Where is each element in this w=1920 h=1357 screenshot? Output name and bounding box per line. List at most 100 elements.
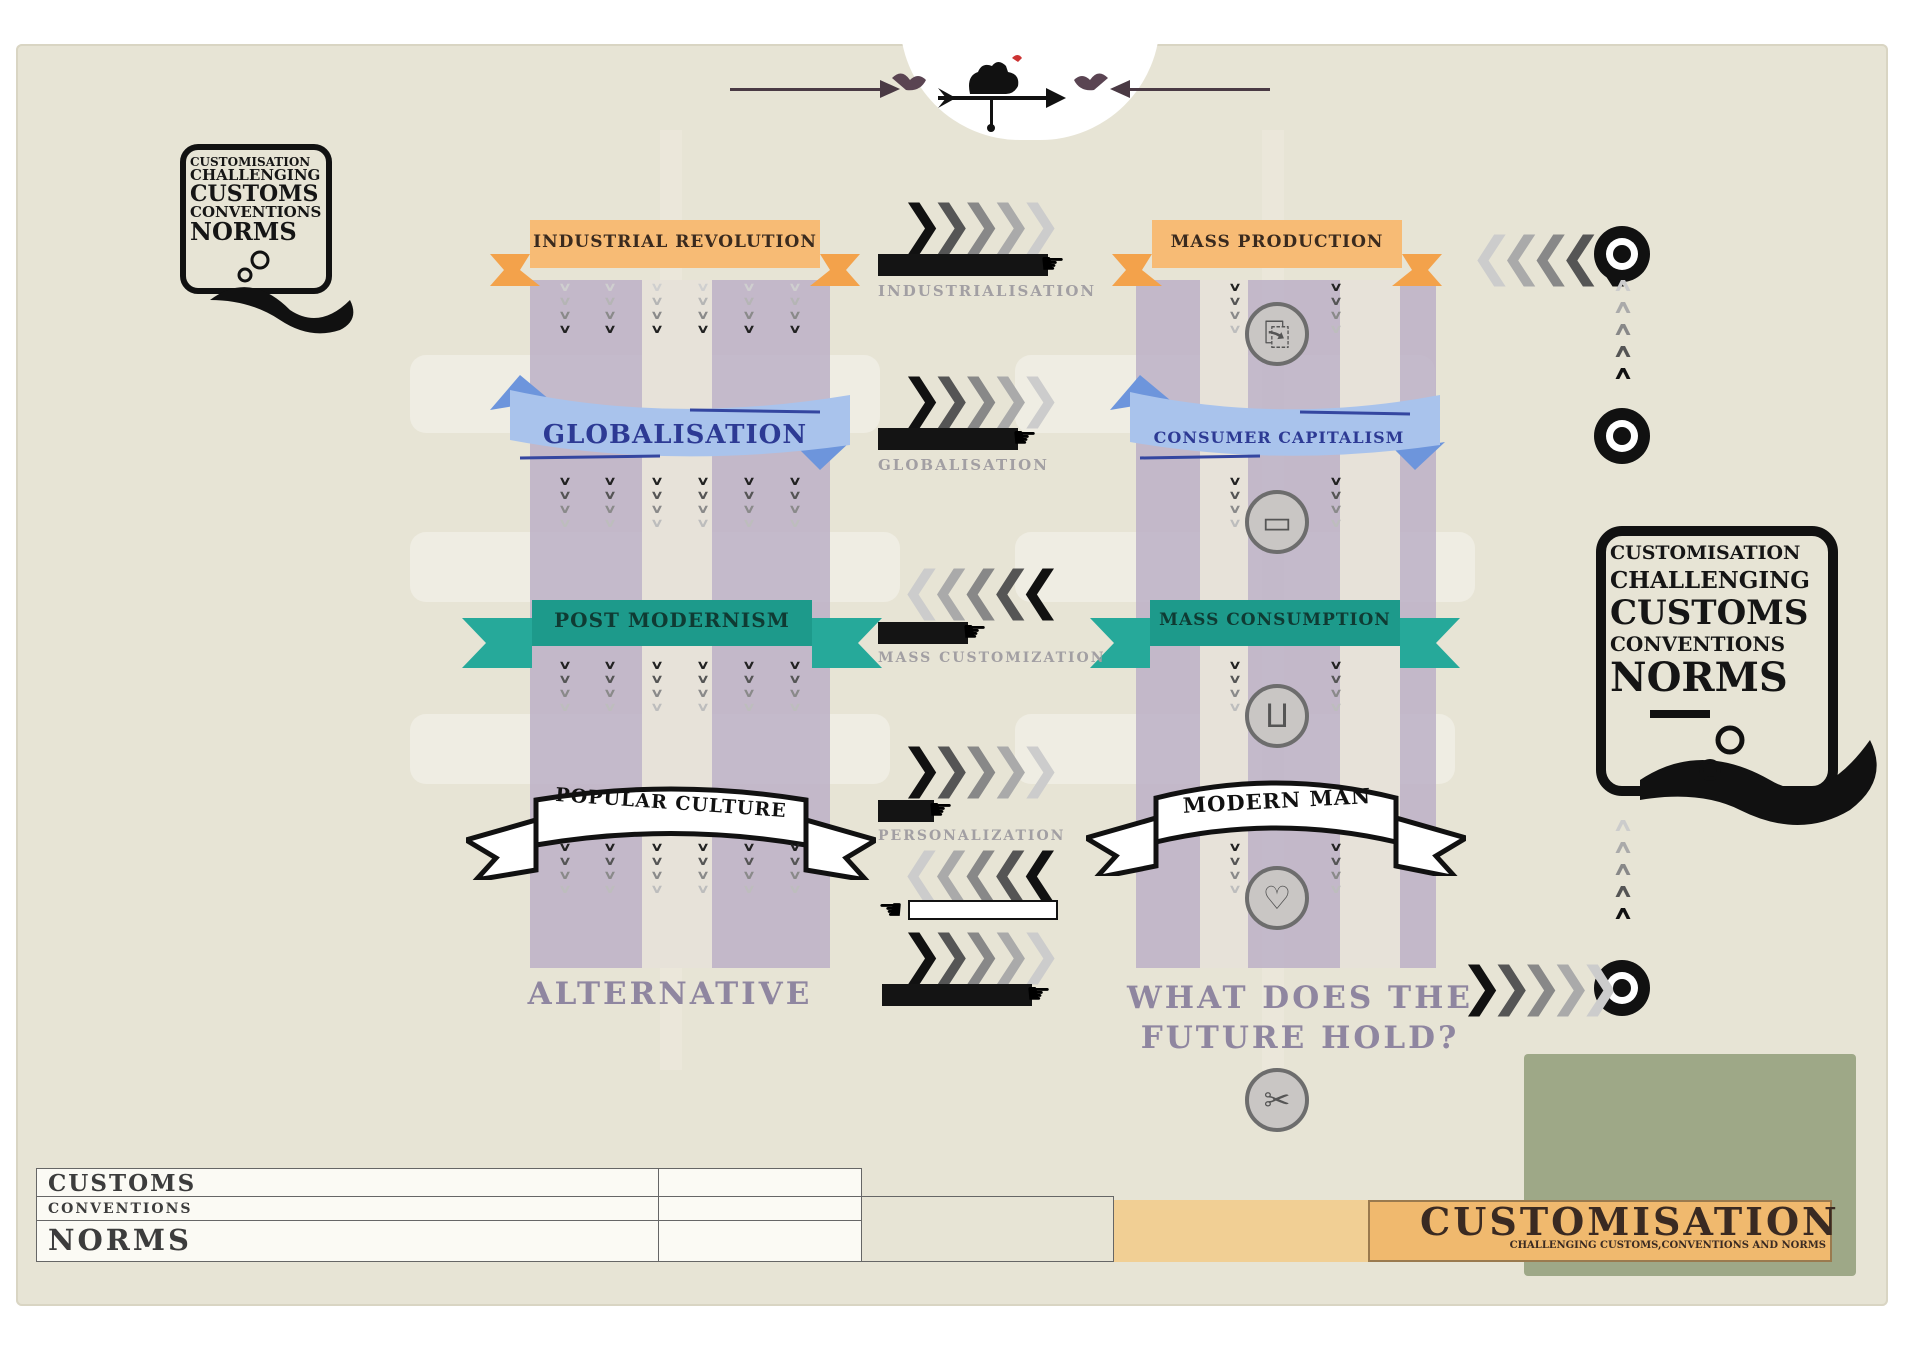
target-icon: [1594, 226, 1650, 282]
chevron-stack: ˅˅˅˅: [695, 475, 711, 552]
logo-line: CUSTOMISATION: [1610, 542, 1801, 564]
logo-line: CUSTOMS: [190, 181, 319, 207]
clipboard-icon: ⎘: [1245, 302, 1309, 366]
chevron-stack: ˅˅˅˅: [695, 841, 711, 918]
chevron-stack: ˅˅˅˅: [1328, 659, 1344, 736]
title-block-cell: [36, 1220, 660, 1262]
logo-line: NORMS: [1610, 654, 1788, 701]
title-block-cell: [658, 1196, 862, 1222]
hand-glyph-icon: ☛: [1012, 421, 1038, 454]
stage-mass-production: MASS PRODUCTION: [1170, 232, 1384, 252]
ribbon-orange: [490, 220, 860, 286]
title-block-orange-cell: [1114, 1200, 1370, 1262]
flow-chevrons-up: ˄˄˄˄˄: [1611, 274, 1635, 416]
logo-line: NORMS: [190, 217, 297, 246]
chevron-stack: ˅˅˅˅: [695, 659, 711, 736]
brand-title: CUSTOMISATION: [1420, 1199, 1840, 1244]
connector-arrows-left: ❮❮❮❮❮: [900, 561, 1062, 621]
chevron-stack: ˅˅˅˅: [649, 475, 665, 552]
heart-plus-icon: ♡: [1245, 866, 1309, 930]
chevron-stack: ˅˅˅˅: [602, 659, 618, 736]
connector-label: INDUSTRIALISATION: [878, 282, 1097, 300]
chevron-stack: ˅˅˅˅: [741, 281, 757, 358]
right-footer-text: WHAT DOES THE FUTURE HOLD?: [1110, 978, 1490, 1058]
title-block-norms: NORMS: [48, 1223, 192, 1257]
chevron-stack: ˅˅˅˅: [787, 659, 803, 736]
flow-chevrons-up: ˄˄˄˄˄: [1611, 814, 1635, 956]
stage-industrial-revolution: INDUSTRIAL REVOLUTION: [533, 232, 817, 252]
stage-globalisation: GLOBALISATION: [542, 420, 808, 450]
brand-subtitle: CHALLENGING CUSTOMS,CONVENTIONS AND NORM…: [1509, 1240, 1826, 1251]
logo-line: CUSTOMISATION: [190, 155, 311, 169]
title-block-brand-cell: [1368, 1200, 1832, 1262]
chevron-stack: ˅˅˅˅: [1328, 281, 1344, 358]
chevron-stack: ˅˅˅˅: [649, 659, 665, 736]
chevron-stack: ˅˅˅˅: [1328, 841, 1344, 918]
ribbon-teal: [462, 600, 882, 668]
connector-label: GLOBALISATION: [878, 456, 1049, 474]
right-footer-line: WHAT DOES THE: [1126, 980, 1473, 1016]
logo-line: CONVENTIONS: [190, 203, 322, 221]
connector-arrows-right: ❯❯❯❯❯: [900, 369, 1062, 429]
right-footer-line: FUTURE HOLD?: [1140, 1020, 1460, 1056]
title-block-cell: [658, 1168, 862, 1198]
chevron-stack: ˅˅˅˅: [649, 281, 665, 358]
title-block-cell: [658, 1220, 862, 1262]
logo-line: CHALLENGING: [190, 166, 321, 184]
pointing-hand-icon: [878, 254, 1048, 276]
hand-glyph-icon: ☛: [1026, 977, 1052, 1010]
chevron-stack: ˅˅˅˅: [649, 841, 665, 918]
chevron-stack: ˅˅˅˅: [741, 475, 757, 552]
chevron-stack: ˅˅˅˅: [787, 475, 803, 552]
flourish-icon: [1640, 710, 1877, 825]
ribbon-orange: [1112, 220, 1442, 286]
hand-glyph-icon: ☛: [962, 615, 988, 648]
stage-consumer-capitalism: CONSUMER CAPITALISM: [1153, 428, 1405, 447]
hand-glyph-icon: ☛: [928, 793, 954, 826]
chevron-stack: ˅˅˅˅: [1227, 281, 1243, 358]
flow-arrows-right: ❯❯❯❯❯: [1460, 957, 1622, 1017]
hand-glyph-icon: ☚: [878, 893, 904, 926]
chevron-stack: ˅˅˅˅: [741, 659, 757, 736]
ribbon-blue: [490, 375, 850, 470]
pointing-hand-icon: [878, 800, 934, 822]
chevron-stack: ˅˅˅˅: [787, 281, 803, 358]
connector-arrows-right: ❯❯❯❯❯: [900, 195, 1062, 255]
chevron-stack: ˅˅˅˅: [1328, 475, 1344, 552]
ribbon-teal: [1090, 600, 1460, 668]
connector-arrows-right: ❯❯❯❯❯: [900, 739, 1062, 799]
target-icon: [1594, 960, 1650, 1016]
scissors-icon: ✂: [1245, 1068, 1309, 1132]
title-block-cell: [862, 1196, 1114, 1262]
ribbon-white: [466, 786, 876, 880]
connector-arrows-left: ❮❮❮❮❮: [900, 843, 1062, 903]
ribbon-white: [1086, 780, 1466, 876]
connector-label: PERSONALIZATION: [878, 828, 1066, 844]
credit-card-icon: ▭: [1245, 490, 1309, 554]
chevron-stack: ˅˅˅˅: [557, 281, 573, 358]
stage-post-modernism: POST MODERNISM: [554, 608, 790, 632]
chevron-stack: ˅˅˅˅: [602, 841, 618, 918]
title-block-customs: CUSTOMS: [48, 1170, 197, 1197]
logo-line: CONVENTIONS: [1610, 632, 1786, 656]
chevron-stack: ˅˅˅˅: [557, 841, 573, 918]
hand-glyph-icon: ☛: [1040, 247, 1066, 280]
chevron-stack: ˅˅˅˅: [557, 475, 573, 552]
logo-line: CUSTOMS: [1610, 593, 1809, 633]
shopping-cart-icon: ⨿: [1245, 684, 1309, 748]
pointing-hand-icon: [882, 984, 1032, 1006]
connector-label: MASS CUSTOMIZATION: [878, 650, 1106, 666]
chevron-stack: ˅˅˅˅: [787, 841, 803, 918]
pointing-hand-icon: [878, 428, 1018, 450]
chevron-stack: ˅˅˅˅: [602, 475, 618, 552]
chevron-stack: ˅˅˅˅: [1227, 841, 1243, 918]
title-block-conventions: CONVENTIONS: [48, 1201, 193, 1217]
chevron-stack: ˅˅˅˅: [1227, 475, 1243, 552]
logo-line: CHALLENGING: [1610, 567, 1810, 594]
left-footer-text: ALTERNATIVE: [527, 976, 813, 1012]
weathervane-icon: [730, 55, 1270, 132]
chevron-stack: ˅˅˅˅: [557, 659, 573, 736]
chevron-stack: ˅˅˅˅: [1227, 659, 1243, 736]
large-logo: CUSTOMISATION CHALLENGING CUSTOMS CONVEN…: [1596, 526, 1838, 796]
target-icon: [1594, 408, 1650, 464]
